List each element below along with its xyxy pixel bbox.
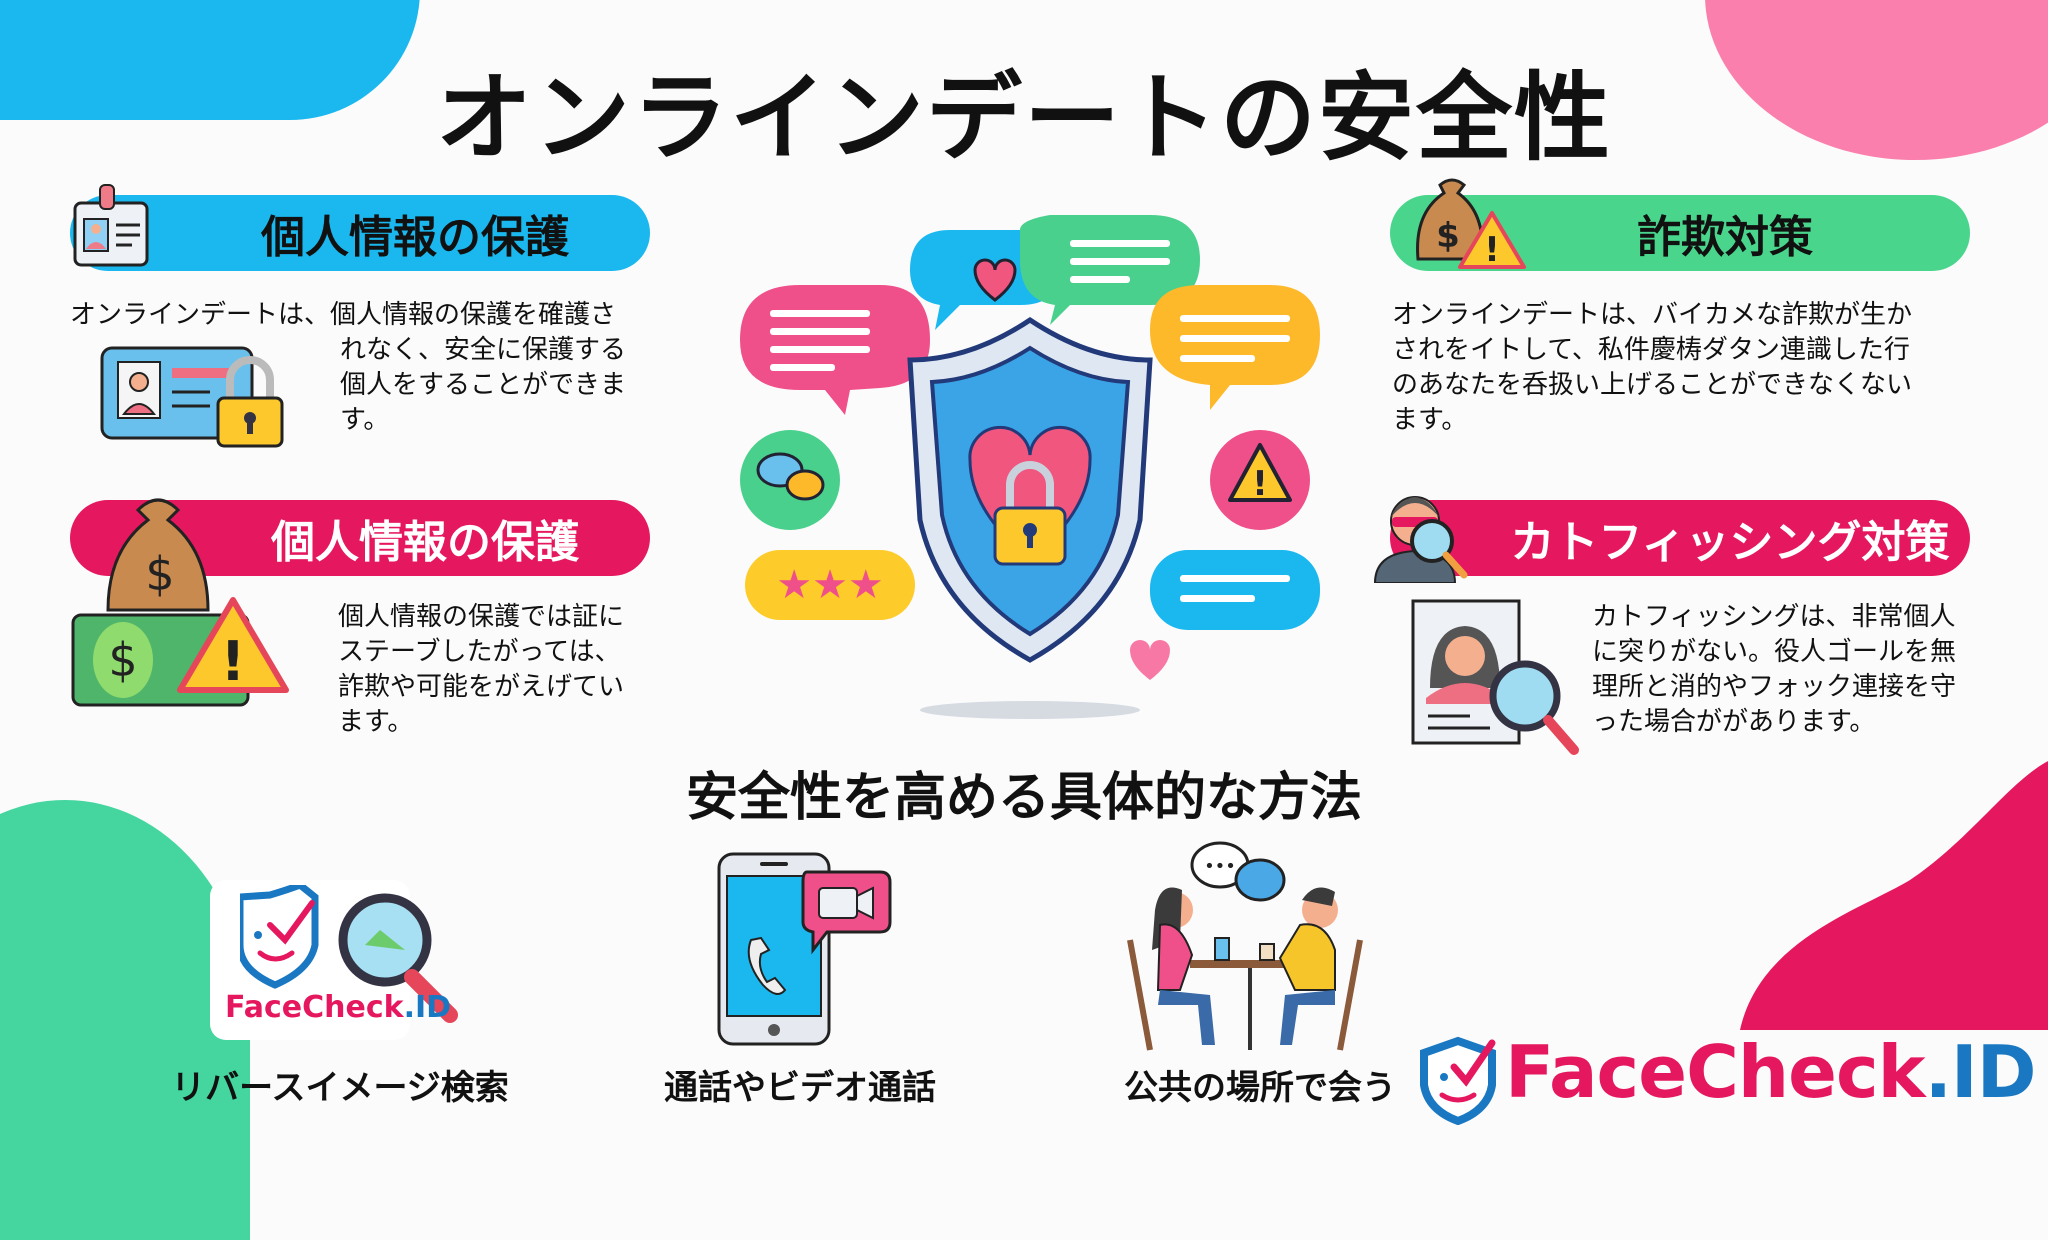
section-header-privacy: 個人情報の保護 [70, 184, 650, 271]
background-blob-magenta [1740, 761, 2048, 1030]
shield-heart-lock-icon: ! ★★★ [740, 215, 1320, 719]
page-title: オンラインデートの安全性 [436, 62, 1612, 174]
section-heading: カトフィッシング対策 [1510, 517, 1950, 568]
svg-text:!: ! [221, 630, 246, 693]
facecheck-badge-text: FaceCheck.ID [225, 990, 452, 1025]
id-card-lock-icon [100, 346, 284, 448]
id-badge-icon [73, 184, 149, 267]
section-header-fraud: $ ! 詐欺対策 [1390, 178, 1970, 271]
method-label-reverse-image-search: リバースイメージ検索 [171, 1068, 509, 1108]
section-heading: 個人情報の保護 [261, 212, 569, 263]
couple-cafe-meeting-icon: ••• [1127, 841, 1363, 1051]
svg-text:★★★: ★★★ [776, 562, 884, 608]
background-blob-blue [0, 0, 420, 120]
section-heading: 個人情報の保護 [271, 517, 579, 568]
section-body: 個人情報の保護では証に ステーブしたがっては、 詐欺や可能をがえげてい ます。 [338, 602, 625, 737]
svg-text:$: $ [145, 547, 174, 601]
rating-bubble-icon [745, 550, 915, 620]
facecheck-magnifier-icon [240, 885, 458, 1023]
svg-text:$: $ [1436, 216, 1460, 256]
money-bag-warning-icon: $ ! [1416, 178, 1526, 270]
section-body: オンラインデートは、バイカメな詐欺が生か されをイトして、私件慶梼ダタン連識した… [1392, 300, 1913, 435]
money-warning-icon: $ $ ! [71, 498, 289, 707]
method-label-video-call: 通話やビデオ通話 [664, 1068, 936, 1108]
methods-title: 安全性を高める具体的な方法 [685, 768, 1362, 828]
section-body: オンラインデートは、個人情報の保護を確護さ れなく、安全に保護する 個人をするこ… [70, 300, 627, 435]
svg-text:•••: ••• [1204, 856, 1236, 877]
masked-person-magnifier-icon [1373, 496, 1468, 583]
svg-text:!: ! [1484, 230, 1500, 270]
brand-logo-text: FaceCheck.ID [1505, 1030, 2036, 1114]
facecheck-logo-icon [1420, 1036, 1496, 1125]
section-header-catfishing: カトフィッシング対策 [1373, 496, 1970, 583]
message-bubble-icon [1150, 550, 1320, 630]
method-label-public-place: 公共の場所で会う [1124, 1068, 1396, 1108]
phone-video-call-icon [717, 852, 892, 1046]
svg-text:!: ! [1252, 464, 1268, 504]
section-body: カトフィッシングは、非常個人 に突りがない。役人ゴールを無 理所と消的やフォック… [1592, 602, 1957, 737]
svg-text:$: $ [108, 633, 137, 687]
section-heading: 詐欺対策 [1637, 212, 1813, 263]
message-bubble-icon [1150, 285, 1320, 410]
profile-magnifier-icon [1411, 599, 1579, 755]
